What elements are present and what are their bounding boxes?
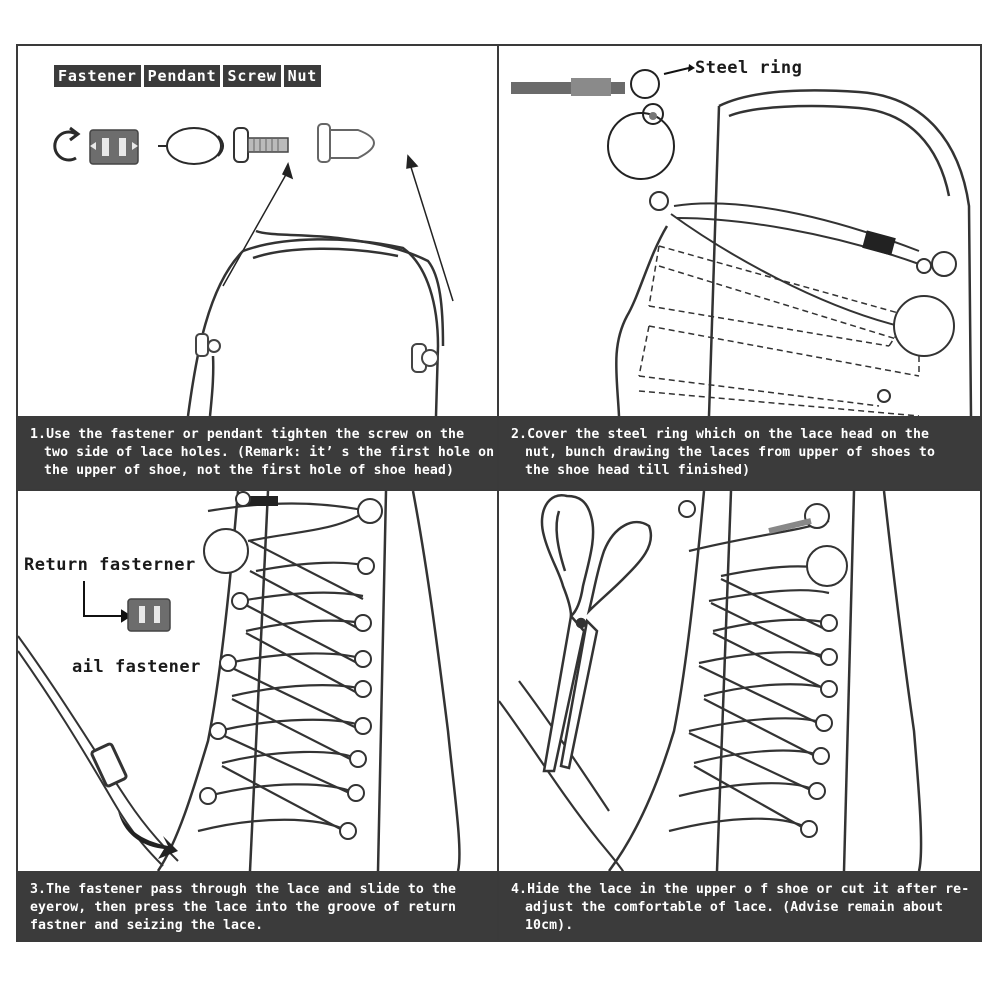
tag-nut: Nut: [283, 65, 322, 87]
step-1-illustration: [53, 123, 454, 417]
step-4-illustration: [499, 491, 923, 882]
caption-line: the upper of shoe, not the first hole of…: [44, 463, 455, 478]
tag-fastener: Fastener: [54, 65, 141, 87]
pendant-icon: [158, 127, 224, 165]
caption-line: 4.Hide the lace in the upper o f shoe or…: [511, 882, 970, 897]
panel-step-1: Fastener Pendant Screw Nut: [18, 46, 499, 491]
caption-line: the shoe head till finished): [525, 463, 751, 478]
tail-fastener-label: ail fastener: [72, 657, 201, 677]
caption-line: 1.Use the fastener or pendant tighten th…: [30, 427, 465, 442]
steel-ring-label: Steel ring: [695, 58, 803, 78]
screw-icon: [233, 127, 289, 163]
step-3-caption: 3.The fastener pass through the lace and…: [18, 871, 497, 940]
tag-pendant: Pendant: [143, 65, 221, 87]
caption-line: eyerow, then press the lace into the gro…: [30, 900, 457, 915]
panel-step-2: Steel ring: [499, 46, 980, 491]
nut-icon: [317, 123, 375, 163]
scissors-icon: [540, 493, 653, 773]
caption-line: fastner and seizing the lace.: [30, 918, 264, 933]
caption-line: 3.The fastener pass through the lace and…: [30, 882, 457, 897]
step-2-illustration: [511, 64, 973, 417]
return-fastener-label: Return fasterner: [24, 555, 196, 575]
part-labels: Fastener Pendant Screw Nut: [54, 65, 322, 87]
caption-line: two side of lace holes. (Remark: it’ s t…: [44, 445, 495, 460]
step-1-caption: 1.Use the fastener or pendant tighten th…: [18, 416, 497, 489]
panel-step-3: Return fasterner ail fastener: [18, 491, 499, 940]
step-4-caption: 4.Hide the lace in the upper o f shoe or…: [499, 871, 980, 940]
caption-line: adjust the comfortable of lace. (Advise …: [525, 900, 944, 915]
instruction-grid: Fastener Pendant Screw Nut: [16, 44, 982, 942]
step-3-illustration: [18, 491, 461, 872]
caption-line: 10cm).: [525, 918, 574, 933]
caption-line: nut, bunch drawing the laces from upper …: [525, 445, 936, 460]
fastener-icon: [89, 129, 139, 165]
tag-screw: Screw: [223, 65, 281, 87]
rotate-arrow-icon: [53, 130, 77, 162]
fastener-icon: [127, 598, 171, 632]
step-2-caption: 2.Cover the steel ring which on the lace…: [499, 416, 980, 489]
panel-step-4: 4.Hide the lace in the upper o f shoe or…: [499, 491, 980, 940]
steel-ring-icon: [607, 69, 675, 180]
caption-line: 2.Cover the steel ring which on the lace…: [511, 427, 930, 442]
